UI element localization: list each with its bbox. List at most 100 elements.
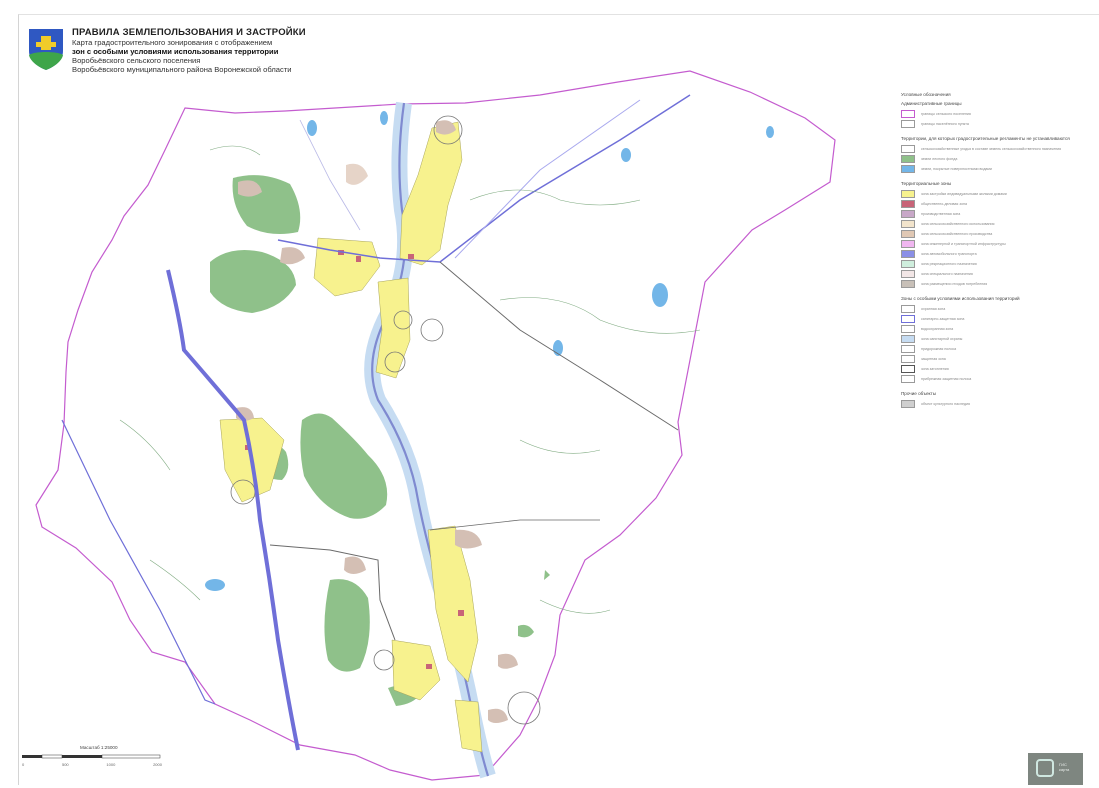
pond (766, 126, 774, 138)
legend-item: зона санитарной охраны (901, 335, 1081, 343)
logo-line: карта (1059, 767, 1070, 772)
legend-label: границы сельского поселения (921, 112, 971, 116)
legend-swatch (901, 145, 915, 153)
scale-title: Масштаб 1:25000 (80, 745, 118, 750)
legend-label: охранная зона (921, 307, 946, 311)
legend-label: зона специального назначения (921, 272, 973, 276)
map-title: ПРАВИЛА ЗЕМЛЕПОЛЬЗОВАНИЯ И ЗАСТРОЙКИ (72, 27, 306, 38)
map-title-block: ПРАВИЛА ЗЕМЛЕПОЛЬЗОВАНИЯ И ЗАСТРОЙКИ Кар… (72, 27, 372, 74)
legend-swatch (901, 190, 915, 198)
production-zone (498, 653, 518, 669)
legend-swatch (901, 400, 915, 408)
legend-label: сельскохозяйственные угодья в составе зе… (921, 147, 1062, 151)
legend-swatch (901, 355, 915, 363)
legend-label: придорожная полоса (921, 347, 957, 351)
forest-area (210, 249, 296, 313)
legend-item: земли лесного фонда (901, 155, 1081, 163)
production-zone (344, 556, 366, 574)
legend-swatch (901, 220, 915, 228)
legend-item: санитарно-защитная зона (901, 315, 1081, 323)
legend-section-title: Административные границы (901, 101, 962, 106)
forest-area (324, 579, 370, 672)
scale-label: 2000 (153, 762, 162, 767)
subtitle-line: Воробьёвского сельского поселения (72, 56, 201, 65)
legend-label: зона затопления (921, 367, 949, 371)
scale-labels: 0 500 1000 2000 (22, 762, 162, 767)
subtitle-line: Воробьёвского муниципального района Воро… (72, 65, 292, 74)
legend-item: придорожная полоса (901, 345, 1081, 353)
legend-section-title: Территории, для которых градостроительны… (901, 136, 1070, 141)
legend-swatch (901, 305, 915, 313)
legend-label: производственная зона (921, 212, 961, 216)
legend-label: зона автомобильного транспорта (921, 252, 977, 256)
legend-swatch (901, 260, 915, 268)
business-zone (458, 610, 464, 616)
coat-of-arms-icon (29, 29, 63, 70)
legend-swatch (901, 165, 915, 173)
legend-label: зона сельскохозяйственного производства (921, 232, 993, 236)
legend-swatch (901, 110, 915, 118)
legend-swatch (901, 210, 915, 218)
legend-label: санитарно-защитная зона (921, 317, 965, 321)
legend-swatch (901, 365, 915, 373)
pond (621, 148, 631, 162)
residential-zone (375, 277, 411, 379)
stream (119, 419, 171, 471)
production-zone (488, 708, 508, 723)
scale-ruler (22, 754, 161, 759)
road (429, 519, 600, 531)
forest-area (300, 413, 388, 519)
legend-label: зона сельскохозяйственного использования (921, 222, 995, 226)
residential-zone (454, 699, 483, 753)
legend-swatch (901, 155, 915, 163)
residential-zone (399, 121, 463, 266)
legend-swatch (901, 230, 915, 238)
legend-label: границы населённого пункта (921, 122, 969, 126)
legend-item: зона рекреационного назначения (901, 260, 1081, 268)
legend-item: защитная зона (901, 355, 1081, 363)
legend-item: производственная зона (901, 210, 1081, 218)
scale-bar: Масштаб 1:25000 0 500 1000 2000 (22, 745, 162, 776)
legend-swatch (901, 120, 915, 128)
pond (205, 579, 225, 591)
road (299, 119, 361, 231)
logo-icon (1036, 759, 1054, 777)
residential-zone (313, 237, 381, 297)
protection-zone (384, 351, 406, 373)
stream (149, 559, 201, 601)
legend-item: зона инженерной и транспортной инфрастру… (901, 240, 1081, 248)
map-legend: Условные обозначения Административные гр… (901, 92, 1081, 410)
legend-swatch (901, 315, 915, 323)
legend-label: зона застройки индивидуальными жилыми до… (921, 192, 1007, 196)
legend-label: зона размещения отходов потребления (921, 282, 988, 286)
production-zone (280, 247, 305, 265)
legend-item: охранная зона (901, 305, 1081, 313)
legend-item: прибрежная защитная полоса (901, 375, 1081, 383)
scale-label: 500 (61, 762, 69, 767)
protection-zone (393, 310, 413, 330)
highway (166, 269, 300, 751)
legend-item: зона сельскохозяйственного производства (901, 230, 1081, 238)
production-zone (455, 529, 482, 549)
pond (307, 120, 317, 136)
business-zone (356, 256, 361, 262)
protection-zone (507, 691, 541, 725)
protection-zone (420, 318, 444, 342)
legend-label: общественно-деловая зона (921, 202, 967, 206)
legend-label: земли лесного фонда (921, 157, 958, 161)
legend-item: объект культурного наследия (901, 400, 1081, 408)
stream (209, 145, 261, 156)
legend-swatch (901, 345, 915, 353)
production-zone (436, 120, 456, 135)
legend-section-title: Территориальные зоны (901, 181, 952, 186)
legend-item: границы сельского поселения (901, 110, 1081, 118)
protection-zone (433, 115, 463, 145)
legend-label: зона инженерной и транспортной инфрастру… (921, 242, 1006, 246)
legend-label: защитная зона (921, 357, 946, 361)
legend-label: зона санитарной охраны (921, 337, 963, 341)
pond (380, 111, 388, 125)
legend-swatch (901, 335, 915, 343)
legend-item: зона застройки индивидуальными жилыми до… (901, 190, 1081, 198)
protection-zone (373, 649, 395, 671)
